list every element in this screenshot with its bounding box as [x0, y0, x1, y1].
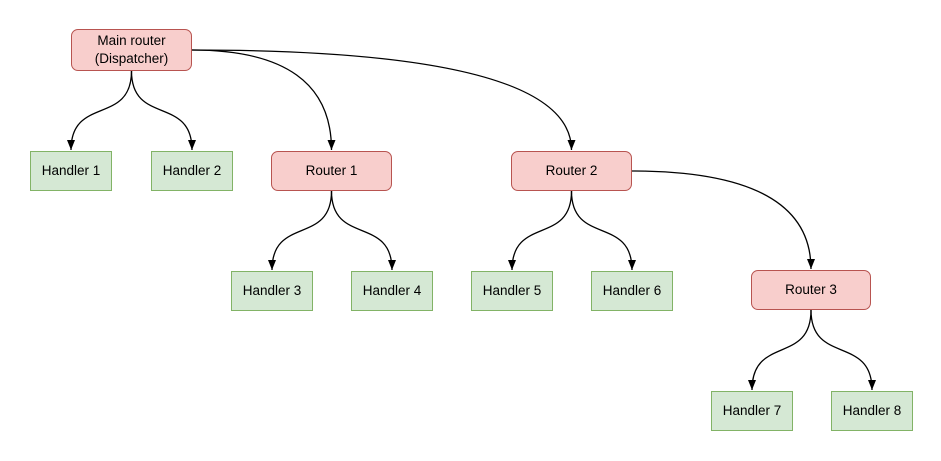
node-label: Handler 3: [242, 283, 302, 299]
node-label: Handler 4: [362, 283, 422, 299]
node-label: Handler 1: [41, 163, 101, 179]
node-router-1: Router 1: [271, 151, 392, 191]
node-label: Handler 6: [602, 283, 662, 299]
node-label: Router 3: [785, 282, 837, 298]
edge-main-router-to-router-1: [191, 49, 336, 151]
node-handler-7: Handler 7: [711, 391, 793, 431]
edge-router-2-to-router-3: [631, 170, 815, 270]
edge-router-1-to-handler-4: [330, 190, 396, 271]
node-router-2: Router 2: [511, 151, 632, 191]
edge-router-3-to-handler-7: [748, 309, 812, 391]
node-main-router: Main router (Dispatcher): [71, 29, 192, 71]
edge-main-router-to-router-2: [191, 49, 576, 151]
node-router-3: Router 3: [751, 270, 871, 310]
node-handler-8: Handler 8: [831, 391, 913, 431]
node-handler-2: Handler 2: [151, 151, 233, 191]
node-label: Main router (Dispatcher): [94, 33, 169, 66]
edge-router-2-to-handler-5: [508, 190, 573, 271]
node-label: Handler 5: [482, 283, 542, 299]
node-handler-5: Handler 5: [471, 271, 553, 311]
node-label: Router 2: [545, 163, 598, 179]
edge-router-3-to-handler-8: [810, 309, 876, 391]
edge-main-router-to-handler-2: [130, 70, 196, 151]
node-handler-4: Handler 4: [351, 271, 433, 311]
edge-main-router-to-handler-1: [67, 70, 133, 151]
edge-router-1-to-handler-3: [268, 190, 333, 271]
node-label: Handler 2: [162, 163, 222, 179]
edge-router-2-to-handler-6: [570, 190, 636, 271]
node-label: Router 1: [305, 163, 358, 179]
node-handler-1: Handler 1: [30, 151, 112, 191]
node-handler-6: Handler 6: [591, 271, 673, 311]
node-handler-3: Handler 3: [231, 271, 313, 311]
node-label: Handler 7: [722, 403, 782, 419]
node-label: Handler 8: [842, 403, 902, 419]
